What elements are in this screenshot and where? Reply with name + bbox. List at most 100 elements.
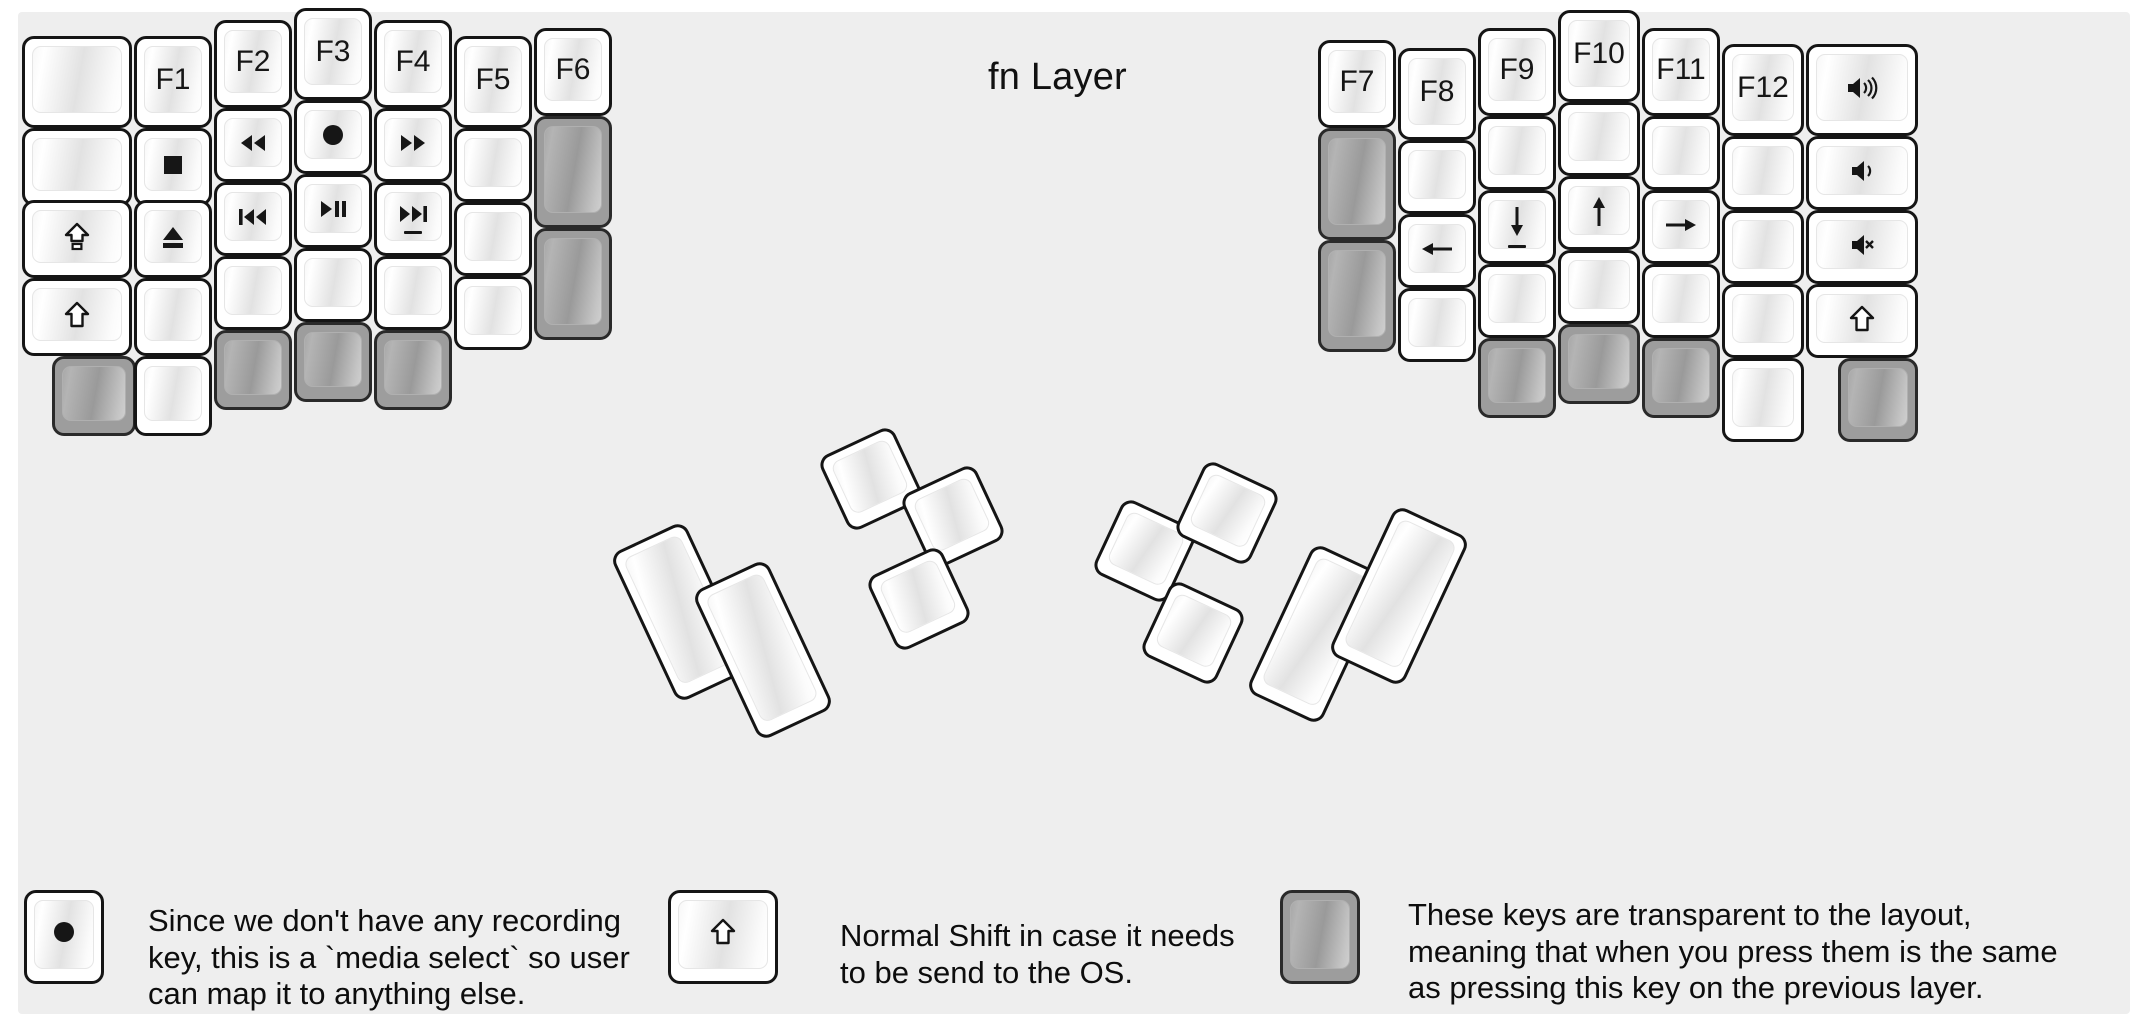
key-r6r4[interactable]	[1722, 284, 1804, 358]
keycap-face	[1652, 274, 1710, 323]
key-f10[interactable]: F10	[1558, 10, 1640, 102]
key-l1r1[interactable]	[22, 36, 132, 128]
keycap-face	[304, 18, 362, 85]
key-f9[interactable]: F9	[1478, 28, 1556, 116]
key-media-play-pause[interactable]	[294, 174, 372, 248]
key-l3r5[interactable]	[214, 330, 292, 410]
key-media-fast-forward[interactable]	[374, 108, 452, 182]
key-r6r5[interactable]	[1722, 358, 1804, 442]
key-r5r2[interactable]	[1642, 116, 1720, 190]
key-r4r5[interactable]	[1558, 324, 1640, 404]
key-l6r3[interactable]	[454, 202, 532, 276]
key-r1r2-tall[interactable]	[1318, 128, 1396, 240]
key-r5r5[interactable]	[1642, 338, 1720, 418]
key-l2r4[interactable]	[134, 278, 212, 356]
key-arrow-up[interactable]	[1558, 176, 1640, 250]
key-f4[interactable]: F4	[374, 20, 452, 108]
keycap-face	[384, 266, 442, 315]
key-media-rewind[interactable]	[214, 108, 292, 182]
key-l5r4[interactable]	[374, 256, 452, 330]
key-label	[710, 918, 736, 951]
key-volume-mute[interactable]	[1806, 210, 1918, 284]
key-f6[interactable]: F6	[534, 28, 612, 116]
key-media-next-track[interactable]	[374, 182, 452, 256]
key-r4r4[interactable]	[1558, 250, 1640, 324]
key-r2r4[interactable]	[1398, 288, 1476, 362]
key-r2r2[interactable]	[1398, 140, 1476, 214]
keycap-face	[304, 184, 362, 233]
key-l4r4[interactable]	[294, 248, 372, 322]
key-arrow-right[interactable]	[1642, 190, 1720, 264]
key-l1r4[interactable]	[22, 278, 132, 356]
key-l7r2-tall[interactable]	[534, 116, 612, 228]
key-r1r3-tall[interactable]	[1318, 240, 1396, 352]
legend-text-normal-shift: Normal Shift in case it needs to be send…	[840, 918, 1235, 990]
key-f3[interactable]: F3	[294, 8, 372, 100]
keycap-face	[1848, 368, 1908, 427]
keycap-face	[1652, 348, 1710, 403]
keycap-face	[1488, 126, 1546, 175]
key-l3r4[interactable]	[214, 256, 292, 330]
key-l1r3[interactable]	[22, 200, 132, 278]
key-r3r2[interactable]	[1478, 116, 1556, 190]
keycap-face	[1732, 220, 1794, 269]
keycap-face	[304, 332, 362, 387]
page-title: fn Layer	[988, 56, 1127, 98]
key-l6r4[interactable]	[454, 276, 532, 350]
key-l2r5[interactable]	[134, 356, 212, 436]
keycap-face	[32, 138, 122, 191]
keycap-face	[544, 126, 602, 213]
key-media-prev-track[interactable]	[214, 182, 292, 256]
key-l7r3-tall[interactable]	[534, 228, 612, 340]
keycap-face	[1568, 20, 1630, 87]
key-r3r4[interactable]	[1478, 264, 1556, 338]
keycap-face	[1488, 200, 1546, 249]
keycap-face	[829, 437, 911, 516]
keycap-face	[32, 210, 122, 263]
key-f11[interactable]: F11	[1642, 28, 1720, 116]
keycap-face	[1816, 54, 1908, 121]
keycap-face	[1568, 334, 1630, 389]
key-r3r5[interactable]	[1478, 338, 1556, 418]
keycap-face	[144, 46, 202, 113]
key-media-eject[interactable]	[134, 200, 212, 278]
key-arrow-down[interactable]	[1478, 190, 1556, 264]
key-r6r2[interactable]	[1722, 136, 1804, 210]
keycap-face	[384, 118, 442, 167]
key-r5r4[interactable]	[1642, 264, 1720, 338]
key-volume-up[interactable]	[1806, 44, 1918, 136]
key-f7[interactable]: F7	[1318, 40, 1396, 128]
keycap-face	[464, 138, 522, 187]
legend-key-transparent	[1280, 890, 1360, 984]
key-l1r5[interactable]	[52, 356, 136, 436]
key-l5r5[interactable]	[374, 330, 452, 410]
keycap-face	[144, 138, 202, 191]
key-f1[interactable]: F1	[134, 36, 212, 128]
key-l1r2[interactable]	[22, 128, 132, 206]
key-shift-right[interactable]	[1806, 284, 1918, 358]
key-r7r5[interactable]	[1838, 358, 1918, 442]
key-l6r2[interactable]	[454, 128, 532, 202]
key-f12[interactable]: F12	[1722, 44, 1804, 136]
key-f5[interactable]: F5	[454, 36, 532, 128]
keycap-face	[1568, 186, 1630, 235]
key-f2[interactable]: F2	[214, 20, 292, 108]
keycap-face	[1568, 260, 1630, 309]
key-r4r2[interactable]	[1558, 102, 1640, 176]
key-l4r5[interactable]	[294, 322, 372, 402]
keycap-face	[1328, 50, 1386, 113]
key-f8[interactable]: F8	[1398, 48, 1476, 140]
keycap-face	[384, 340, 442, 395]
keycap-face	[224, 340, 282, 395]
key-media-select[interactable]	[294, 100, 372, 174]
keycap-face	[1153, 591, 1235, 670]
keycap-face	[224, 266, 282, 315]
key-volume-down[interactable]	[1806, 136, 1918, 210]
keycap-face	[224, 192, 282, 241]
legend-text-transparent: These keys are transparent to the layout…	[1408, 897, 2058, 1006]
key-media-stop[interactable]	[134, 128, 212, 206]
key-arrow-left[interactable]	[1398, 214, 1476, 288]
key-r6r3[interactable]	[1722, 210, 1804, 284]
keycap-face	[304, 258, 362, 307]
keycap-face	[1328, 250, 1386, 337]
